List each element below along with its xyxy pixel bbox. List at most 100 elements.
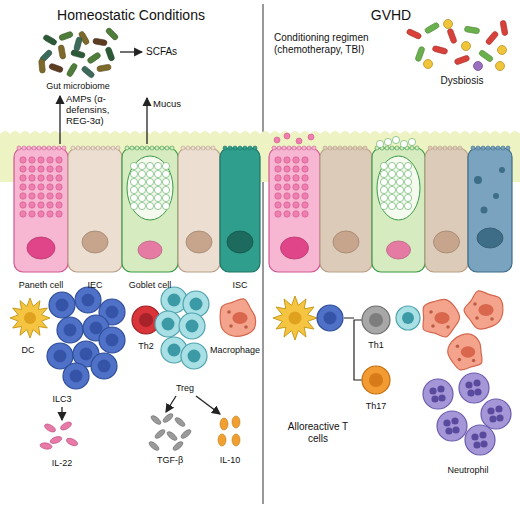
granule <box>56 175 62 181</box>
granule <box>284 184 290 190</box>
mucin-granule <box>138 178 145 185</box>
granule <box>20 157 26 163</box>
mucin-granule <box>396 194 403 201</box>
granule <box>20 211 26 217</box>
vesicle <box>446 325 450 329</box>
il10-molecule <box>220 418 228 430</box>
microvillus <box>338 146 342 150</box>
bacterium <box>474 62 483 71</box>
microvillus <box>111 146 115 150</box>
nucleus-lobe <box>473 379 480 386</box>
molecule-label: IL-22 <box>52 458 73 468</box>
mucin-granule <box>130 162 137 169</box>
vesicle <box>490 317 494 321</box>
mucin-granule <box>388 186 395 193</box>
microvillus <box>415 146 419 150</box>
note-label: Dysbiosis <box>441 75 484 87</box>
mucin-granule <box>396 170 403 177</box>
microvillus <box>27 146 31 150</box>
treg-cell <box>181 343 207 369</box>
arrow <box>166 396 176 412</box>
microvillus <box>506 146 510 150</box>
microvillus <box>211 146 215 150</box>
nucleus <box>461 346 475 357</box>
nucleus <box>54 350 67 363</box>
bacterium <box>406 28 422 39</box>
mucin-granule <box>380 178 387 185</box>
mucin-granule <box>162 170 169 177</box>
intestinal-epithelial-cell <box>178 148 220 272</box>
mucin-granule <box>154 194 161 201</box>
microvillus <box>333 146 337 150</box>
nucleus <box>227 231 253 253</box>
nucleus-lobe <box>445 427 452 434</box>
macrophage <box>448 334 482 370</box>
paneth-cell <box>269 148 320 272</box>
granule <box>38 193 44 199</box>
microvillus <box>448 146 452 150</box>
mucin-granule <box>388 178 395 185</box>
mucin-granule <box>404 186 411 193</box>
granule <box>56 166 62 172</box>
nucleus-lobe <box>465 381 472 388</box>
microvillus <box>481 146 485 150</box>
intestinal-epithelial-cell <box>320 148 372 272</box>
microvillus <box>312 146 316 150</box>
microvillus <box>233 146 237 150</box>
mucin-granule <box>138 186 145 193</box>
tgf-beta-molecule <box>180 428 193 440</box>
goblet-cell <box>122 148 178 272</box>
microvillus <box>170 146 174 150</box>
mucin-granule <box>130 194 137 201</box>
bacterium <box>58 31 73 41</box>
microvillus <box>186 146 190 150</box>
bacterium <box>93 38 108 46</box>
dendritic-cell <box>10 298 50 338</box>
mucin-granule <box>146 202 153 209</box>
molecule-label: Mucus <box>153 99 181 110</box>
nucleus-lobe <box>443 419 450 426</box>
nucleus <box>478 304 493 316</box>
cell-label: ILC3 <box>52 394 71 404</box>
nucleus <box>387 241 411 259</box>
neutrophil <box>423 379 453 409</box>
granule <box>47 211 53 217</box>
microvillus <box>302 146 306 150</box>
bracket <box>344 318 362 380</box>
vesicle <box>473 302 477 306</box>
microvillus <box>272 146 276 150</box>
mucin-granule <box>130 178 137 185</box>
microvillus <box>52 146 56 150</box>
granule <box>29 157 35 163</box>
apoptotic-fragment <box>493 193 499 199</box>
panel-heading: Homeostatic Conditions <box>57 7 205 23</box>
neutrophil <box>459 373 489 403</box>
nucleus-lobe <box>496 414 503 421</box>
microvillus <box>428 146 432 150</box>
granule <box>293 184 299 190</box>
granule <box>293 193 299 199</box>
microvillus <box>96 146 100 150</box>
microvillus <box>106 146 110 150</box>
granule <box>38 184 44 190</box>
microvillus <box>71 146 75 150</box>
nucleus <box>106 334 119 347</box>
cell-label: Treg <box>176 383 194 393</box>
macrophage <box>220 299 255 337</box>
nucleus-lobe <box>438 394 445 401</box>
nucleus-lobe <box>452 426 459 433</box>
microvillus <box>140 146 144 150</box>
microvillus <box>32 146 36 150</box>
ilc3-cell <box>57 317 83 343</box>
note-label: Conditioning regimen (chemotherapy, TBI) <box>274 32 389 55</box>
mucin-granule <box>146 170 153 177</box>
mucin-granule <box>130 202 137 209</box>
nucleus-lobe <box>489 415 496 422</box>
bacterium <box>454 55 470 65</box>
bacterium <box>424 22 440 34</box>
vesicle <box>431 324 435 328</box>
granule <box>293 175 299 181</box>
arrow <box>146 98 147 144</box>
apoptotic-fragment <box>481 207 488 214</box>
granule <box>20 175 26 181</box>
